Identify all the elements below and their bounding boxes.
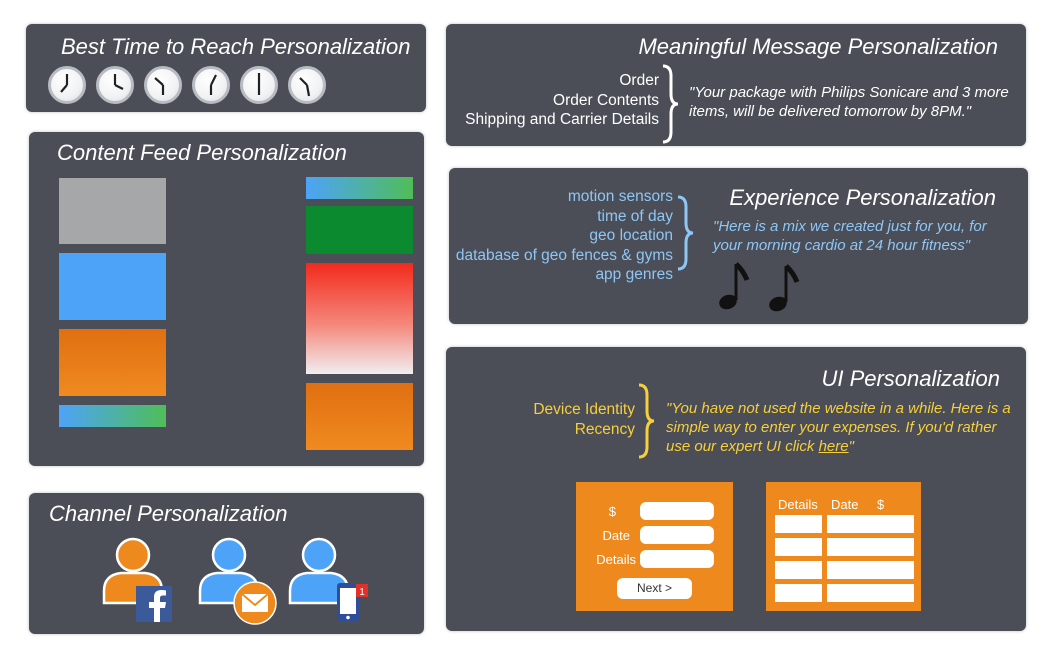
table-cell[interactable] [870, 584, 914, 602]
red-gradient-tile [306, 263, 413, 374]
table-cell[interactable] [827, 515, 874, 533]
clock-icon [96, 66, 134, 104]
table-cell[interactable] [775, 561, 822, 579]
ui-item-list: Device Identity Recency [533, 400, 635, 439]
date-field[interactable] [640, 526, 714, 544]
clock-icon [192, 66, 230, 104]
amount-label: $ [608, 504, 616, 519]
channel-title: Channel Personalization [49, 501, 288, 526]
ui-title: UI Personalization [821, 366, 1000, 391]
date-label: Date [602, 528, 630, 543]
gray-tile [59, 178, 166, 244]
clock-icon [48, 66, 86, 104]
details-field[interactable] [640, 550, 714, 568]
list-item: Recency [574, 420, 635, 438]
ui-panel: UI Personalization Device Identity Recen… [446, 347, 1026, 631]
simple-expense-form: $ Date Details Next > [576, 482, 733, 611]
column-header: $ [877, 497, 885, 512]
list-item: app genres [595, 266, 673, 283]
list-item: time of day [597, 207, 673, 225]
facebook-icon [136, 586, 172, 622]
table-cell[interactable] [775, 538, 822, 556]
best-time-title: Best Time to Reach Personalization [61, 34, 411, 59]
ui-quote-text: "You have not used the website in a whil… [666, 400, 1011, 455]
orange-tile [59, 329, 166, 396]
right-brace-icon [638, 383, 655, 459]
meaningful-title: Meaningful Message Personalization [638, 34, 998, 59]
amount-field[interactable] [640, 502, 714, 520]
music-note-icon [719, 262, 800, 312]
mobile-notification-icon: 1 [337, 583, 368, 621]
list-item: Device Identity [533, 401, 635, 418]
column-header: Date [831, 497, 859, 512]
list-item: geo location [589, 227, 673, 244]
channel-panel: Channel Personalization 1 [29, 493, 424, 634]
table-cell[interactable] [870, 538, 914, 556]
blue-tile [59, 253, 166, 320]
green-tile [306, 206, 413, 254]
ui-quote: "You have not used the website in a whil… [666, 399, 1021, 456]
content-feed-title: Content Feed Personalization [57, 140, 347, 165]
blue-green-tile [59, 405, 166, 427]
experience-title: Experience Personalization [729, 185, 996, 210]
svg-text:1: 1 [359, 587, 365, 598]
right-brace-icon [677, 195, 694, 271]
clock-icon [288, 66, 326, 104]
table-cell[interactable] [870, 515, 914, 533]
content-feed-panel: Content Feed Personalization [29, 132, 424, 466]
orange-tile [306, 383, 413, 450]
ui-quote-end: " [848, 438, 854, 455]
expert-expense-table: Details Date $ [766, 482, 921, 611]
table-cell[interactable] [775, 515, 822, 533]
experience-panel: Experience Personalization motion sensor… [449, 168, 1028, 324]
table-cell[interactable] [827, 584, 874, 602]
clock-icon [240, 66, 278, 104]
meaningful-panel: Meaningful Message Personalization Order… [446, 24, 1026, 146]
details-label: Details [596, 552, 636, 567]
clock-icon [144, 66, 182, 104]
meaningful-item-list: Order Order Contents Shipping and Carrie… [465, 71, 659, 130]
experience-item-list: motion sensors time of day geo location … [456, 187, 673, 285]
meaningful-quote: "Your package with Philips Sonicare and … [689, 84, 1009, 120]
column-header: Details [778, 497, 818, 512]
table-cell[interactable] [827, 561, 874, 579]
table-cell[interactable] [870, 561, 914, 579]
right-brace-icon [662, 64, 679, 144]
next-button[interactable]: Next > [617, 578, 692, 599]
table-cell[interactable] [775, 584, 822, 602]
list-item: Order Contents [553, 91, 659, 109]
here-link[interactable]: here [818, 438, 849, 455]
envelope-icon [233, 581, 277, 625]
blue-green-tile [306, 177, 413, 199]
list-item: Shipping and Carrier Details [465, 111, 659, 128]
best-time-panel: Best Time to Reach Personalization [26, 24, 426, 112]
list-item: Order [619, 72, 659, 89]
table-cell[interactable] [827, 538, 874, 556]
experience-quote: "Here is a mix we created just for you, … [713, 218, 987, 254]
list-item: database of geo fences & gyms [455, 246, 673, 264]
list-item: motion sensors [567, 188, 673, 205]
